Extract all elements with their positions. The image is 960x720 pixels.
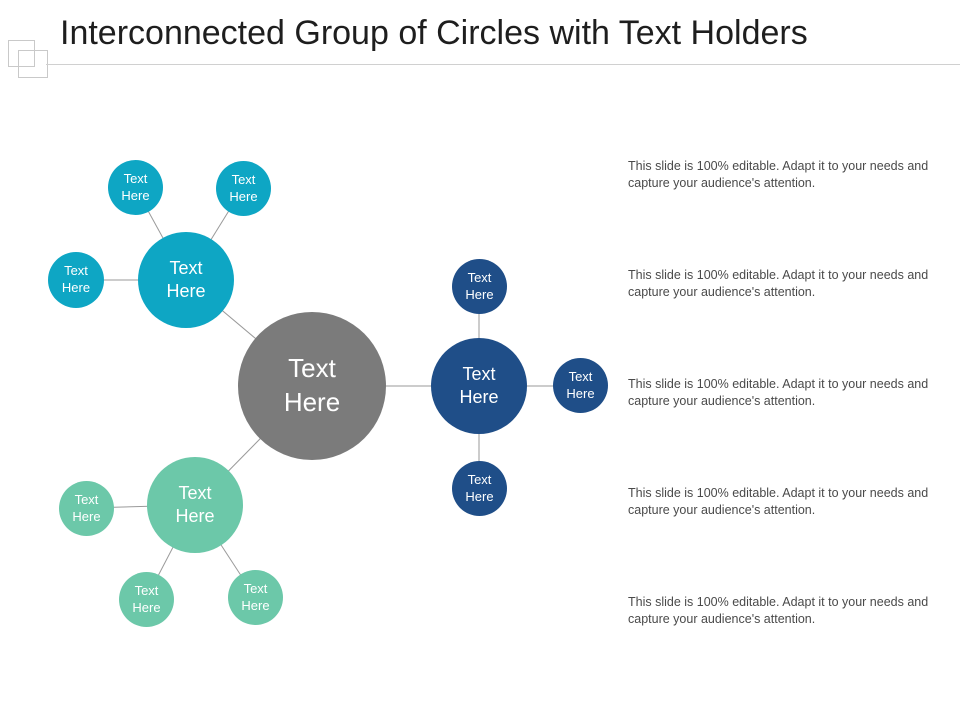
description-text-4: This slide is 100% editable. Adapt it to… [628, 486, 929, 517]
description-text-1: This slide is 100% editable. Adapt it to… [628, 159, 929, 190]
title-divider [46, 64, 960, 65]
teal-node-circle-2: Text Here [216, 161, 271, 216]
description-text-5: This slide is 100% editable. Adapt it to… [628, 595, 929, 626]
navy-node-circle-1: Text Here [452, 259, 507, 314]
navy-hub-circle: Text Here [431, 338, 527, 434]
teal-node-circle-3: Text Here [48, 252, 104, 308]
description-text-2: This slide is 100% editable. Adapt it to… [628, 268, 929, 299]
navy-node-circle-3: Text Here [452, 461, 507, 516]
decorative-square-back [8, 40, 35, 67]
mint-node-circle-2: Text Here [119, 572, 174, 627]
teal-hub-circle: Text Here [138, 232, 234, 328]
slide-title: Interconnected Group of Circles with Tex… [60, 14, 808, 52]
navy-node-circle-2: Text Here [553, 358, 608, 413]
mint-node-circle-3: Text Here [228, 570, 283, 625]
description-text-3: This slide is 100% editable. Adapt it to… [628, 377, 929, 408]
mint-hub-circle: Text Here [147, 457, 243, 553]
teal-node-circle-1: Text Here [108, 160, 163, 215]
mint-node-circle-1: Text Here [59, 481, 114, 536]
center-circle: Text Here [238, 312, 386, 460]
